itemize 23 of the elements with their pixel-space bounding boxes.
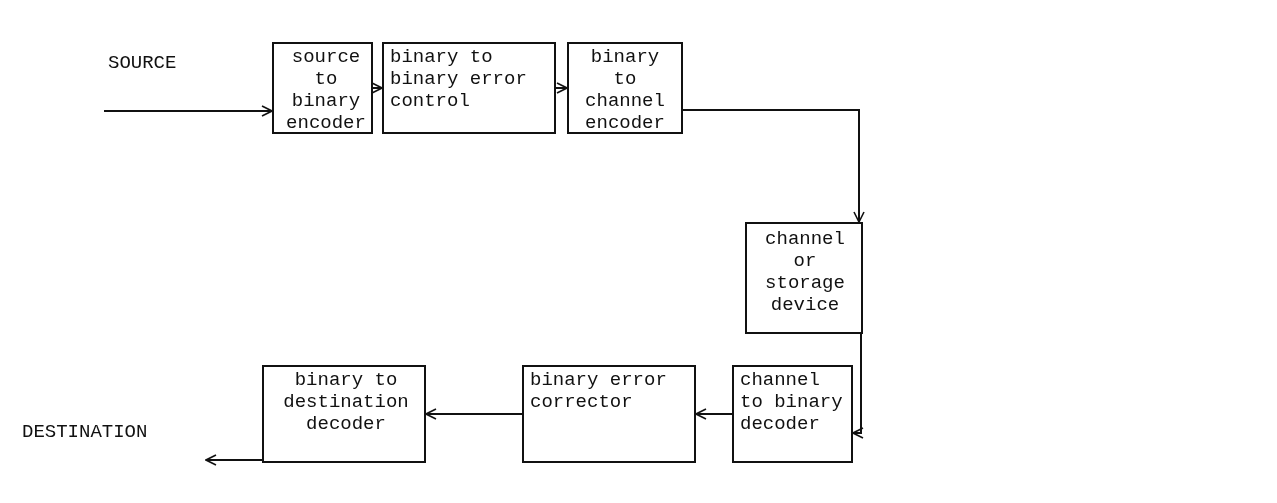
process-box [522, 365, 696, 463]
box-label: binary to binary error control [390, 46, 528, 112]
process-box [382, 42, 556, 134]
arrow [425, 408, 523, 420]
box-label: binary to channel encoder [584, 46, 666, 134]
process-box [745, 222, 863, 334]
arrow [852, 333, 864, 439]
arrow [682, 109, 865, 223]
arrow [695, 408, 733, 420]
process-box [567, 42, 683, 134]
terminal-label: SOURCE [108, 52, 178, 74]
box-label: binary to destination decoder [282, 369, 410, 435]
box-label: source to binary encoder [285, 46, 367, 134]
process-box [732, 365, 853, 463]
box-label: binary error corrector [530, 369, 668, 413]
process-box [272, 42, 373, 134]
box-label: channel to binary decoder [740, 369, 844, 435]
arrow [103, 105, 273, 117]
arrow [205, 454, 263, 466]
process-box [262, 365, 426, 463]
arrow [555, 82, 568, 94]
terminal-label: DESTINATION [22, 421, 149, 443]
box-label: channel or storage device [764, 228, 846, 316]
